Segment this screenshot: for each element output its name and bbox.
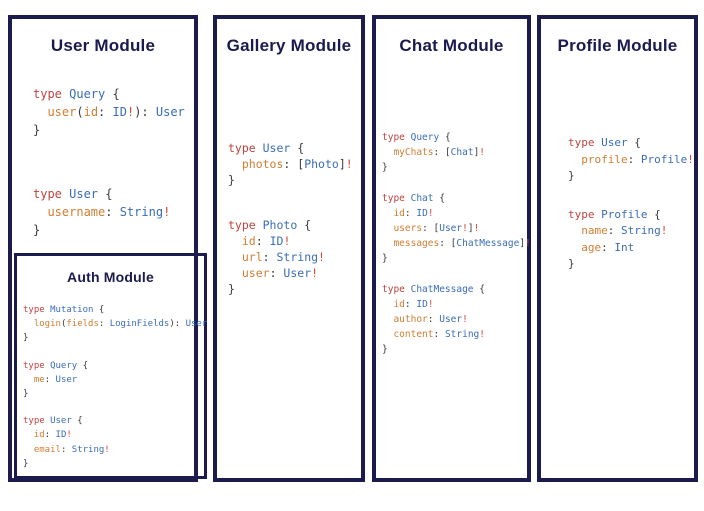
module-box-user: User Module type Query { user(id: ID!): …: [8, 15, 198, 482]
module-box-gallery: Gallery Module type User { photos: [Phot…: [213, 15, 365, 482]
code-block-profile: type User { profile: Profile!}type Profi…: [568, 136, 694, 270]
module-box-chat: Chat Module type Query { myChats: [Chat]…: [372, 15, 531, 482]
code-block-gallery: type User { photos: [Photo]!}type Photo …: [228, 141, 353, 296]
module-title-chat: Chat Module: [399, 36, 504, 55]
code-block-user: type Query { user(id: ID!): User}type Us…: [33, 87, 185, 237]
code-block-auth: type Mutation { login(fields: LoginField…: [23, 305, 208, 469]
module-title-user: User Module: [50, 36, 156, 55]
code-block-chat: type Query { myChats: [Chat]!}type Chat …: [382, 132, 531, 355]
module-title-profile: Profile Module: [557, 36, 678, 55]
module-box-profile: Profile Module type User { profile: Prof…: [537, 15, 698, 482]
module-title-gallery: Gallery Module: [226, 36, 352, 55]
module-box-auth: Auth Module type Mutation { login(fields…: [14, 253, 207, 479]
module-title-auth: Auth Module: [67, 269, 154, 285]
